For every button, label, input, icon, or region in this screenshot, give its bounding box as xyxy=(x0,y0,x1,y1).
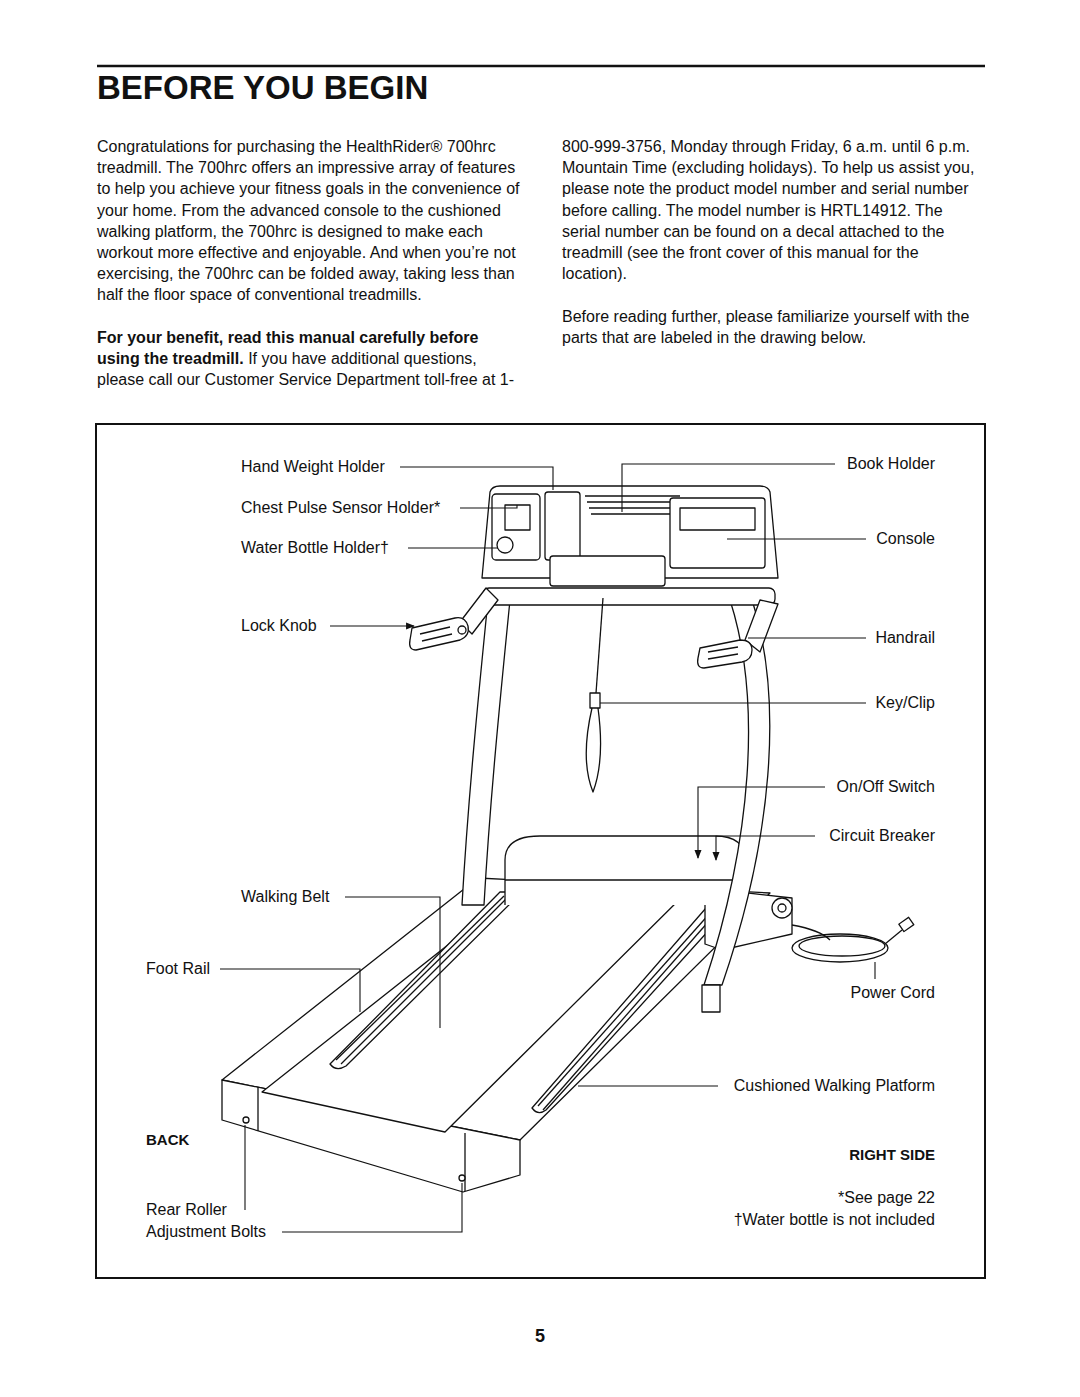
part-label: Water Bottle Holder† xyxy=(241,537,389,559)
body-text: Congratulations for purchasing the Healt… xyxy=(97,136,985,392)
body-paragraph: Before reading further, please familiari… xyxy=(562,306,985,348)
paragraph-text: Congratulations for purchasing the Healt… xyxy=(97,138,520,303)
part-label: Rear Roller Adjustment Bolts xyxy=(146,1199,281,1243)
part-label: Cushioned Walking Platform xyxy=(734,1075,935,1097)
page-number: 5 xyxy=(535,1325,545,1347)
part-label: Hand Weight Holder xyxy=(241,456,385,478)
leader-lines xyxy=(220,464,875,1232)
part-label: On/Off Switch xyxy=(837,776,935,798)
part-label: Foot Rail xyxy=(146,958,210,980)
body-paragraph: Congratulations for purchasing the Healt… xyxy=(97,136,520,306)
view-label: BACK xyxy=(146,1129,189,1151)
part-label: Key/Clip xyxy=(875,692,935,714)
part-label: Handrail xyxy=(875,627,935,649)
part-label: Console xyxy=(876,528,935,550)
part-label: Chest Pulse Sensor Holder* xyxy=(241,497,440,519)
page-heading: BEFORE YOU BEGIN xyxy=(97,70,428,106)
part-label: Walking Belt xyxy=(241,886,329,908)
figure-frame xyxy=(96,424,985,1278)
footnote: †Water bottle is not included xyxy=(734,1209,935,1231)
paragraph-text: Before reading further, please familiari… xyxy=(562,308,969,346)
footnote: *See page 22 xyxy=(838,1187,935,1209)
view-label: RIGHT SIDE xyxy=(849,1144,935,1166)
part-label: Book Holder xyxy=(847,453,935,475)
part-label: Lock Knob xyxy=(241,615,317,637)
header-rule xyxy=(97,65,985,68)
part-label: Circuit Breaker xyxy=(829,825,935,847)
part-label: Power Cord xyxy=(851,982,935,1004)
